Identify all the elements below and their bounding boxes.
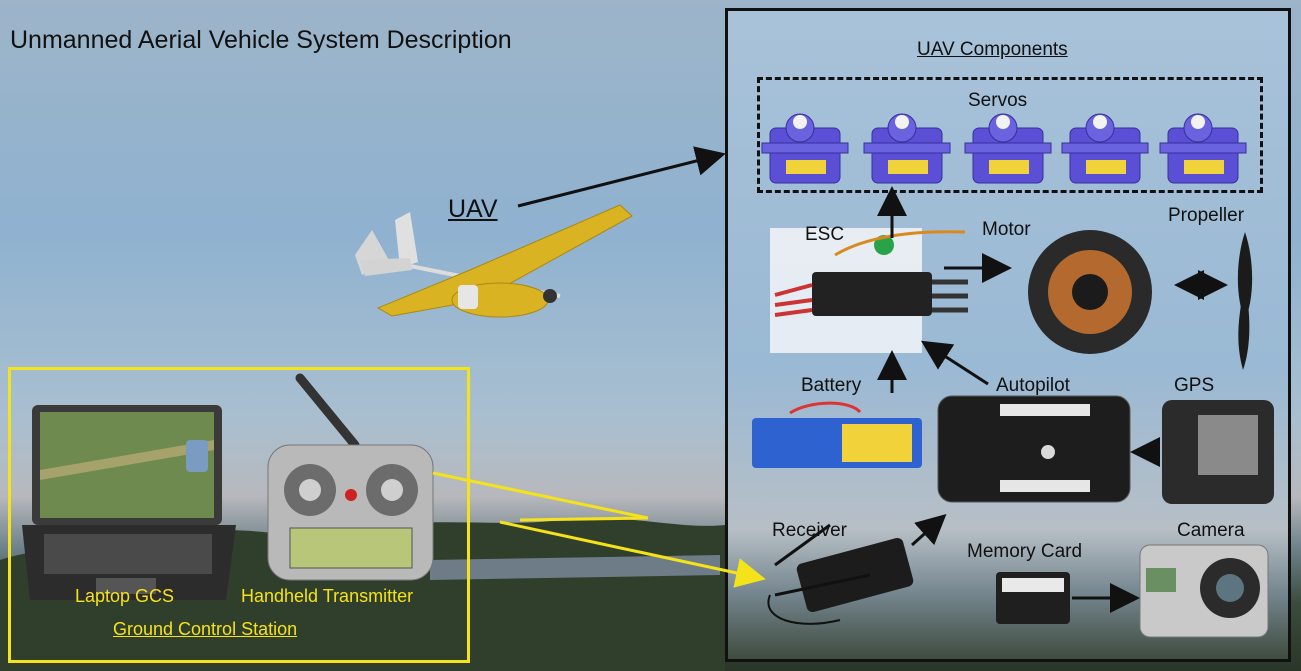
uav-label: UAV [448,195,498,223]
esc-image [770,228,968,353]
motor-image [1028,230,1152,354]
servo-image-4 [1061,113,1149,184]
ground-control-station-box [8,367,470,663]
receiver-label: Receiver [772,520,847,541]
camera-label: Camera [1177,520,1245,541]
laptop-gcs-label: Laptop GCS [75,586,175,606]
autopilot-image [937,395,1131,503]
receiver-to-autopilot-arrow [910,513,947,547]
radio-link-arrows [432,471,766,588]
servo-image-3 [964,113,1052,184]
autopilot-label: Autopilot [996,375,1070,396]
memory-card-image [996,572,1070,624]
page-title: Unmanned Aerial Vehicle System Descripti… [10,26,512,54]
handheld-transmitter-image [267,373,434,581]
autopilot-to-esc-arrow [920,340,989,386]
servo-image-5 [1159,113,1247,184]
battery-label: Battery [801,375,862,396]
servos-label: Servos [968,90,1028,111]
battery-image [752,401,922,468]
servos-group-box [757,77,1263,193]
gps-label: GPS [1174,375,1215,396]
motor-label: Motor [982,219,1031,240]
handheld-transmitter-label: Handheld Transmitter [241,586,414,606]
uav-components-title: UAV Components [917,39,1068,60]
servo-image-1 [761,113,849,184]
distant-structure [430,555,720,580]
servo-image-2 [863,113,951,184]
aircraft-photo [355,204,633,318]
uav-to-components-arrow [517,146,726,208]
memory-card-label: Memory Card [967,541,1083,562]
camera-image [1139,544,1269,638]
gps-image [1162,400,1274,504]
esc-label: ESC [805,224,845,245]
propeller-image [1237,232,1253,370]
receiver-image [767,523,914,625]
propeller-label: Propeller [1168,205,1245,226]
ground-control-station-title: Ground Control Station [113,619,298,639]
laptop-gcs-image [22,405,236,600]
